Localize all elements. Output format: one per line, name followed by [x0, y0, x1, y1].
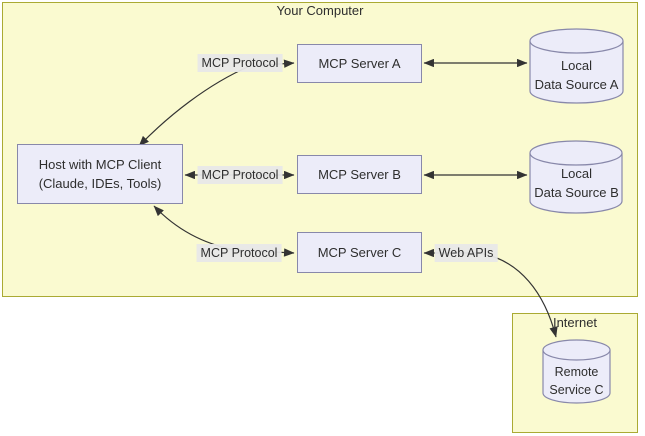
node-host: Host with MCP Client (Claude, IDEs, Tool…	[17, 144, 183, 204]
edge-label-mcp-protocol-c: MCP Protocol	[196, 244, 282, 262]
edge-label-web-apis: Web APIs	[434, 244, 498, 262]
node-mcp-server-b: MCP Server B	[297, 155, 422, 194]
cluster-internet-label: Internet	[552, 315, 598, 330]
node-mcp-server-b-label: MCP Server B	[318, 167, 401, 182]
data-source-b-line2: Data Source B	[534, 185, 619, 200]
edge-label-mcp-protocol-b: MCP Protocol	[197, 166, 283, 184]
cluster-your-computer-label: Your Computer	[276, 3, 364, 18]
data-source-a-line2: Data Source A	[534, 77, 619, 92]
remote-service-c-line2: Service C	[549, 383, 604, 397]
node-local-data-source-b-label: Local Data Source B	[506, 164, 645, 202]
node-host-line2: (Claude, IDEs, Tools)	[38, 176, 162, 191]
node-mcp-server-a: MCP Server A	[297, 44, 422, 83]
data-source-b-line1: Local	[560, 166, 593, 181]
node-local-data-source-a-label: Local Data Source A	[506, 56, 645, 94]
node-mcp-server-c-label: MCP Server C	[317, 245, 402, 260]
edge-label-mcp-protocol-a: MCP Protocol	[197, 54, 283, 72]
node-remote-service-c-label: Remote Service C	[526, 363, 627, 399]
node-mcp-server-a-label: MCP Server A	[318, 56, 401, 71]
data-source-a-line1: Local	[560, 58, 593, 73]
node-host-line1: Host with MCP Client	[38, 157, 162, 172]
node-mcp-server-c: MCP Server C	[297, 232, 422, 273]
remote-service-c-line1: Remote	[554, 365, 599, 379]
